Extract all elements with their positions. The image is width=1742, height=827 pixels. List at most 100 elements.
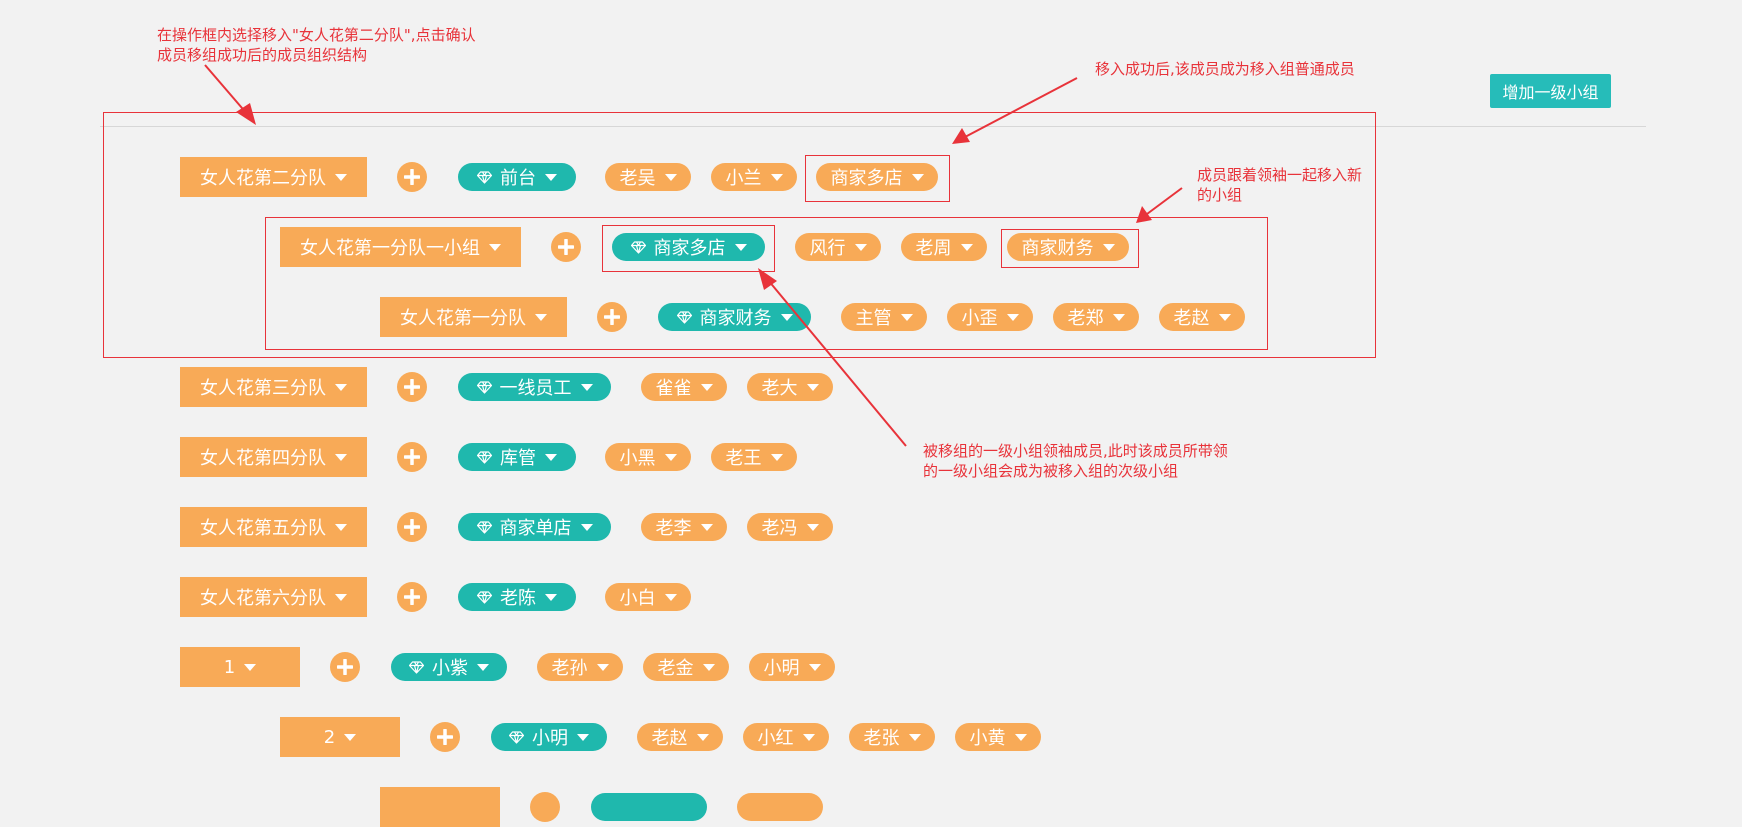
caret-down-icon (806, 383, 819, 391)
team-dropdown[interactable]: 女人花第一分队 (380, 297, 567, 337)
arrow-icon (1136, 187, 1183, 223)
caret-down-icon (802, 733, 815, 741)
caret-down-icon (545, 173, 557, 181)
caret-down-icon (335, 523, 347, 531)
caret-down-icon (960, 243, 973, 251)
member-name: 老吴 (619, 168, 656, 189)
diamond-icon (476, 380, 492, 394)
diamond-icon (630, 240, 646, 254)
member-tag[interactable]: 老周 (901, 233, 987, 261)
plus-icon (337, 659, 353, 675)
team-row: 女人花第五分队 商家单店 老李 老冯 (0, 507, 1742, 547)
add-primary-group-button[interactable]: 增加一级小组 (1490, 74, 1611, 108)
add-member-button[interactable] (397, 582, 427, 612)
team-dropdown[interactable]: 2 (280, 717, 400, 757)
leader-tag[interactable]: 商家单店 (458, 513, 611, 541)
caret-down-icon (535, 313, 547, 321)
arrow-icon (952, 77, 1078, 144)
member-tag[interactable]: 小黑 (605, 443, 691, 471)
add-member-button[interactable] (397, 162, 427, 192)
annotation-text: 成员跟着领袖一起移入新 (1197, 166, 1363, 184)
add-member-button[interactable] (397, 512, 427, 542)
team-dropdown[interactable]: 女人花第一分队一小组 (280, 227, 521, 267)
member-tag[interactable]: 老冯 (747, 513, 833, 541)
leader-tag[interactable]: 商家财务 (658, 303, 811, 331)
member-tag[interactable]: 小兰 (711, 163, 797, 191)
caret-down-icon (545, 453, 557, 461)
member-tag[interactable]: 老李 (641, 513, 727, 541)
member-tag[interactable]: 老孙 (537, 653, 623, 681)
member-tag[interactable]: 风行 (795, 233, 881, 261)
team-row: 女人花第六分队 老陈 小白 (0, 577, 1742, 617)
leader-name: 商家多店 (653, 238, 726, 259)
caret-down-icon (854, 243, 867, 251)
add-member-button[interactable] (551, 232, 581, 262)
member-name: 老冯 (761, 518, 798, 539)
member-tag[interactable]: 小歪 (947, 303, 1033, 331)
member-tag[interactable]: 雀雀 (641, 373, 727, 401)
member-tag[interactable]: 小红 (743, 723, 829, 751)
team-dropdown[interactable]: 女人花第三分队 (180, 367, 367, 407)
caret-down-icon (596, 663, 609, 671)
caret-down-icon (780, 313, 793, 321)
leader-tag[interactable]: 小明 (491, 723, 607, 751)
leader-tag[interactable]: 老陈 (458, 583, 576, 611)
leader-tag[interactable]: 库管 (458, 443, 576, 471)
add-member-button[interactable] (430, 722, 460, 752)
team-dropdown[interactable]: 1 (180, 647, 300, 687)
leader-tag[interactable]: 小紫 (391, 653, 507, 681)
team-dropdown[interactable]: 女人花第四分队 (180, 437, 367, 477)
diamond-icon (509, 730, 524, 744)
add-member-button[interactable] (330, 652, 360, 682)
team-dropdown[interactable]: 女人花第六分队 (180, 577, 367, 617)
annotation-text: 在操作框内选择移入"女人花第二分队",点击确认 (157, 26, 476, 44)
member-tag[interactable]: 老赵 (1159, 303, 1245, 331)
caret-down-icon (580, 523, 593, 531)
member-name: 风行 (809, 238, 846, 259)
member-name: 主管 (855, 308, 892, 329)
caret-down-icon (664, 593, 677, 601)
member-tag[interactable]: 老郑 (1053, 303, 1139, 331)
leader-name: 一线员工 (499, 378, 572, 399)
member-tag[interactable]: 小白 (605, 583, 691, 611)
caret-down-icon (489, 243, 501, 251)
plus-icon (404, 379, 420, 395)
member-tag[interactable]: 小明 (749, 653, 835, 681)
add-member-button[interactable] (397, 372, 427, 402)
member-tag[interactable]: 主管 (841, 303, 927, 331)
member-tag[interactable]: 老吴 (605, 163, 691, 191)
leader-name: 老陈 (500, 588, 536, 609)
team-name: 女人花第一分队 (400, 308, 526, 329)
caret-down-icon (1102, 243, 1115, 251)
add-member-button[interactable] (597, 302, 627, 332)
leader-tag[interactable]: 一线员工 (458, 373, 611, 401)
team-row: 女人花第一分队一小组 商家多店 风行 老周 商家财务 (0, 227, 1742, 267)
team-dropdown[interactable]: 女人花第二分队 (180, 157, 367, 197)
member-tag[interactable]: 老大 (747, 373, 833, 401)
team-name: 女人花第三分队 (200, 378, 326, 399)
team-row: 女人花第一分队 商家财务 主管 小歪 老郑 老赵 (0, 297, 1742, 337)
diamond-icon (477, 590, 492, 604)
member-name: 小歪 (961, 308, 998, 329)
member-name: 老金 (657, 658, 694, 679)
team-name: 女人花第一分队一小组 (300, 238, 480, 259)
member-tag[interactable]: 老金 (643, 653, 729, 681)
member-tag[interactable]: 商家多店 (816, 163, 938, 191)
member-tag[interactable]: 老张 (849, 723, 935, 751)
leader-tag[interactable]: 商家多店 (612, 233, 765, 261)
annotation-arrows (204, 64, 1183, 447)
team-name: 女人花第五分队 (200, 518, 326, 539)
add-member-button[interactable] (397, 442, 427, 472)
member-tag[interactable]: 老赵 (637, 723, 723, 751)
team-dropdown[interactable]: 女人花第五分队 (180, 507, 367, 547)
member-name: 小黄 (969, 728, 1006, 749)
member-tag[interactable]: 商家财务 (1007, 233, 1129, 261)
caret-down-icon (702, 663, 715, 671)
plus-icon (604, 309, 620, 325)
caret-down-icon (545, 593, 557, 601)
member-tag[interactable]: 小黄 (955, 723, 1041, 751)
member-name: 老周 (915, 238, 952, 259)
leader-tag[interactable]: 前台 (458, 163, 576, 191)
member-tag[interactable]: 老王 (711, 443, 797, 471)
caret-down-icon (335, 173, 347, 181)
